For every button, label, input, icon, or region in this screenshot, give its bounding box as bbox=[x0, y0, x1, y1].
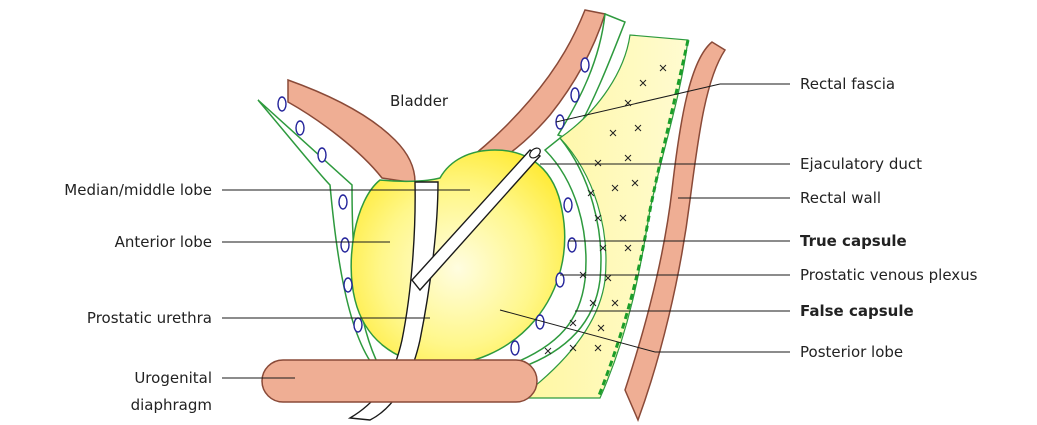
label-rectal-wall: Rectal wall bbox=[800, 189, 881, 207]
label-anterior-lobe: Anterior lobe bbox=[115, 233, 212, 251]
label-true-capsule: True capsule bbox=[800, 232, 907, 250]
label-rectal-fascia: Rectal fascia bbox=[800, 75, 895, 93]
label-median-lobe: Median/middle lobe bbox=[64, 181, 212, 199]
label-urogenital: Urogenital bbox=[134, 369, 212, 387]
label-venous-plexus: Prostatic venous plexus bbox=[800, 266, 978, 284]
urogenital-diaphragm bbox=[262, 360, 537, 402]
label-ejaculatory-duct: Ejaculatory duct bbox=[800, 155, 922, 173]
label-diaphragm: diaphragm bbox=[131, 396, 212, 414]
label-prostatic-urethra: Prostatic urethra bbox=[87, 309, 212, 327]
label-posterior-lobe: Posterior lobe bbox=[800, 343, 903, 361]
label-false-capsule: False capsule bbox=[800, 302, 914, 320]
label-bladder: Bladder bbox=[390, 92, 449, 110]
prostate-gland bbox=[351, 150, 565, 365]
